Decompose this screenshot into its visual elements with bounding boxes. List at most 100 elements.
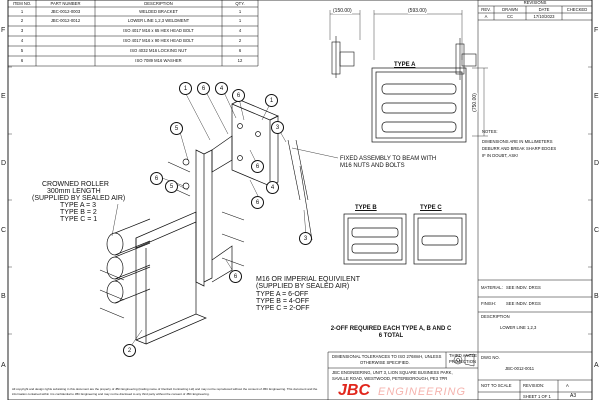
- material-value: SEE INDIV. DRGS: [506, 285, 541, 290]
- type-a-label: TYPE A: [394, 62, 416, 68]
- fixed-assembly-line: FIXED ASSEMBLY TO BEAM WITH: [340, 156, 437, 162]
- tolerance-note: DIMENSIONAL TOLERANCES TO ISO 2768mH, UN…: [332, 354, 442, 359]
- zone-label: E: [594, 93, 599, 100]
- item-balloon: 6: [251, 160, 264, 173]
- zone-label: D: [1, 160, 7, 167]
- item-balloon: 2: [123, 344, 136, 357]
- revisions-title: REVISIONS: [523, 0, 547, 5]
- notes-line: DIMENSIONS ARE IN MILLIMETERS: [482, 139, 553, 144]
- zone-label: C: [594, 227, 600, 234]
- notes-title: NOTES:: [482, 129, 498, 134]
- m16-line: TYPE B = 4-OFF: [256, 298, 310, 305]
- dimension-length: (593.00): [408, 8, 427, 14]
- type-a-view: [371, 67, 467, 143]
- zone-label: C: [1, 227, 7, 234]
- revision-cell: CC: [506, 14, 514, 19]
- tolerance-note: OTHERWISE SPECIFIED.: [360, 360, 410, 365]
- copyright-line: All copyright and design rights subsisti…: [12, 387, 318, 391]
- zone-label: A: [594, 362, 599, 369]
- revisions-header: DRAWN: [502, 7, 518, 12]
- isometric-assembly: [99, 99, 313, 345]
- bom-item-no: 6: [20, 58, 24, 63]
- revisions-grid: [477, 0, 592, 21]
- item-balloon: 1: [179, 82, 192, 95]
- sheet-size: A3: [570, 393, 577, 399]
- type-c-label: TYPE C: [420, 205, 442, 211]
- revisions-header: CHECKED: [566, 7, 588, 12]
- bom-item-no: 3: [20, 28, 24, 33]
- bom-qty: 2: [238, 38, 242, 43]
- requirement-line: 2-OFF REQUIRED EACH TYPE A, B AND C: [330, 326, 452, 332]
- bom-header: DESCRIPTION: [144, 1, 173, 6]
- bom-item-no: 1: [20, 9, 24, 14]
- bom-header: QTY.: [235, 1, 245, 6]
- dimension-height: (750.00): [471, 93, 478, 112]
- bom-qty: 4: [238, 28, 242, 33]
- projection-label: THIRD ANGLE: [449, 353, 477, 358]
- type-b-label: TYPE B: [355, 205, 377, 211]
- company-address: SAVILLE ROAD, WESTWOOD, PETERBOROUGH, PE…: [332, 376, 448, 381]
- bom-part-number: JBC-0012-0003: [50, 9, 81, 14]
- zone-label: D: [594, 160, 600, 167]
- dimension-lines: [329, 10, 488, 137]
- bom-description: LOWER LINE 1,2,3 WELDMENT: [127, 18, 190, 23]
- zone-label: F: [1, 27, 6, 34]
- bom-description: ISO 4017 M16 x 90 HEX HEAD BOLT: [123, 38, 194, 43]
- bom-description: ISO 7089 M16 WASHER: [135, 58, 182, 63]
- notes-line: IF IN DOUBT, ASK!: [482, 153, 519, 158]
- projection-symbol-icon: [453, 353, 475, 367]
- item-balloon: 4: [266, 181, 279, 194]
- roller-line: 300mm LENGTH: [47, 188, 101, 195]
- copyright-line: information contained within it is confi…: [12, 392, 210, 396]
- bom-item-no: 4: [20, 38, 24, 43]
- type-c-view: [413, 213, 467, 265]
- fixed-assembly-line: M16 NUTS AND BOLTS: [340, 163, 405, 169]
- revision-label: REVISION:: [523, 383, 545, 388]
- bom-grid: [8, 0, 259, 67]
- logo-sub: ENGINEERING: [378, 386, 467, 398]
- item-balloon: 3: [299, 232, 312, 245]
- description-label: DESCRIPTION: [481, 314, 510, 319]
- item-balloon: 6: [197, 82, 210, 95]
- scale-label: NOT TO SCALE: [481, 383, 512, 388]
- finish-label: FINISH:: [481, 301, 496, 306]
- type-b-view: [343, 213, 407, 265]
- logo-main: JBC: [338, 382, 371, 399]
- bracket-side-views: [331, 36, 477, 80]
- requirement-line: 6 TOTAL: [378, 333, 404, 339]
- roller-line: CROWNED ROLLER: [42, 181, 109, 188]
- m16-line: TYPE A = 6-OFF: [256, 291, 309, 298]
- m16-line: (SUPPLIED BY SEALED AIR): [256, 283, 350, 290]
- item-balloon: 6: [229, 270, 242, 283]
- dwg-no-value: JBC-0012-0011: [505, 366, 535, 371]
- item-balloon: 4: [215, 82, 228, 95]
- item-balloon: 6: [251, 196, 264, 209]
- roller-line: TYPE C = 1: [60, 216, 98, 223]
- roller-line: TYPE A = 3: [60, 202, 96, 209]
- sheet-label: SHEET 1 OF 1: [523, 394, 551, 399]
- item-balloon: 5: [170, 122, 183, 135]
- revision-value: A: [566, 383, 569, 388]
- item-balloon: 3: [271, 121, 284, 134]
- bom-header: ITEM NO.: [12, 1, 32, 6]
- zone-label: E: [1, 93, 6, 100]
- bom-qty: 1: [238, 18, 242, 23]
- bom-qty: 12: [237, 58, 243, 63]
- dwg-no-label: DWG NO.: [481, 355, 500, 360]
- dimension-width: (150.00): [333, 8, 352, 14]
- roller-line: TYPE B = 2: [60, 209, 97, 216]
- item-balloon: 1: [265, 94, 278, 107]
- bom-description: WELDED BRACKET: [139, 9, 178, 14]
- notes-line: DEBURR AND BREAK SHARP EDGES: [482, 146, 557, 151]
- revisions-header: REV.: [481, 7, 491, 12]
- bom-item-no: 2: [20, 18, 24, 23]
- description-value: LOWER LINE 1,2,3: [500, 325, 537, 330]
- bom-description: ISO 4017 M16 x 65 HEX HEAD BOLT: [123, 28, 194, 33]
- finish-value: SEE INDIV. DRGS: [506, 301, 541, 306]
- m16-line: M16 OR IMPERIAL EQUIVILENT: [256, 276, 360, 283]
- zone-label: A: [1, 362, 6, 369]
- bom-header: PART NUMBER: [50, 1, 81, 6]
- material-label: MATERIAL:: [481, 285, 503, 290]
- zone-label: B: [594, 293, 599, 300]
